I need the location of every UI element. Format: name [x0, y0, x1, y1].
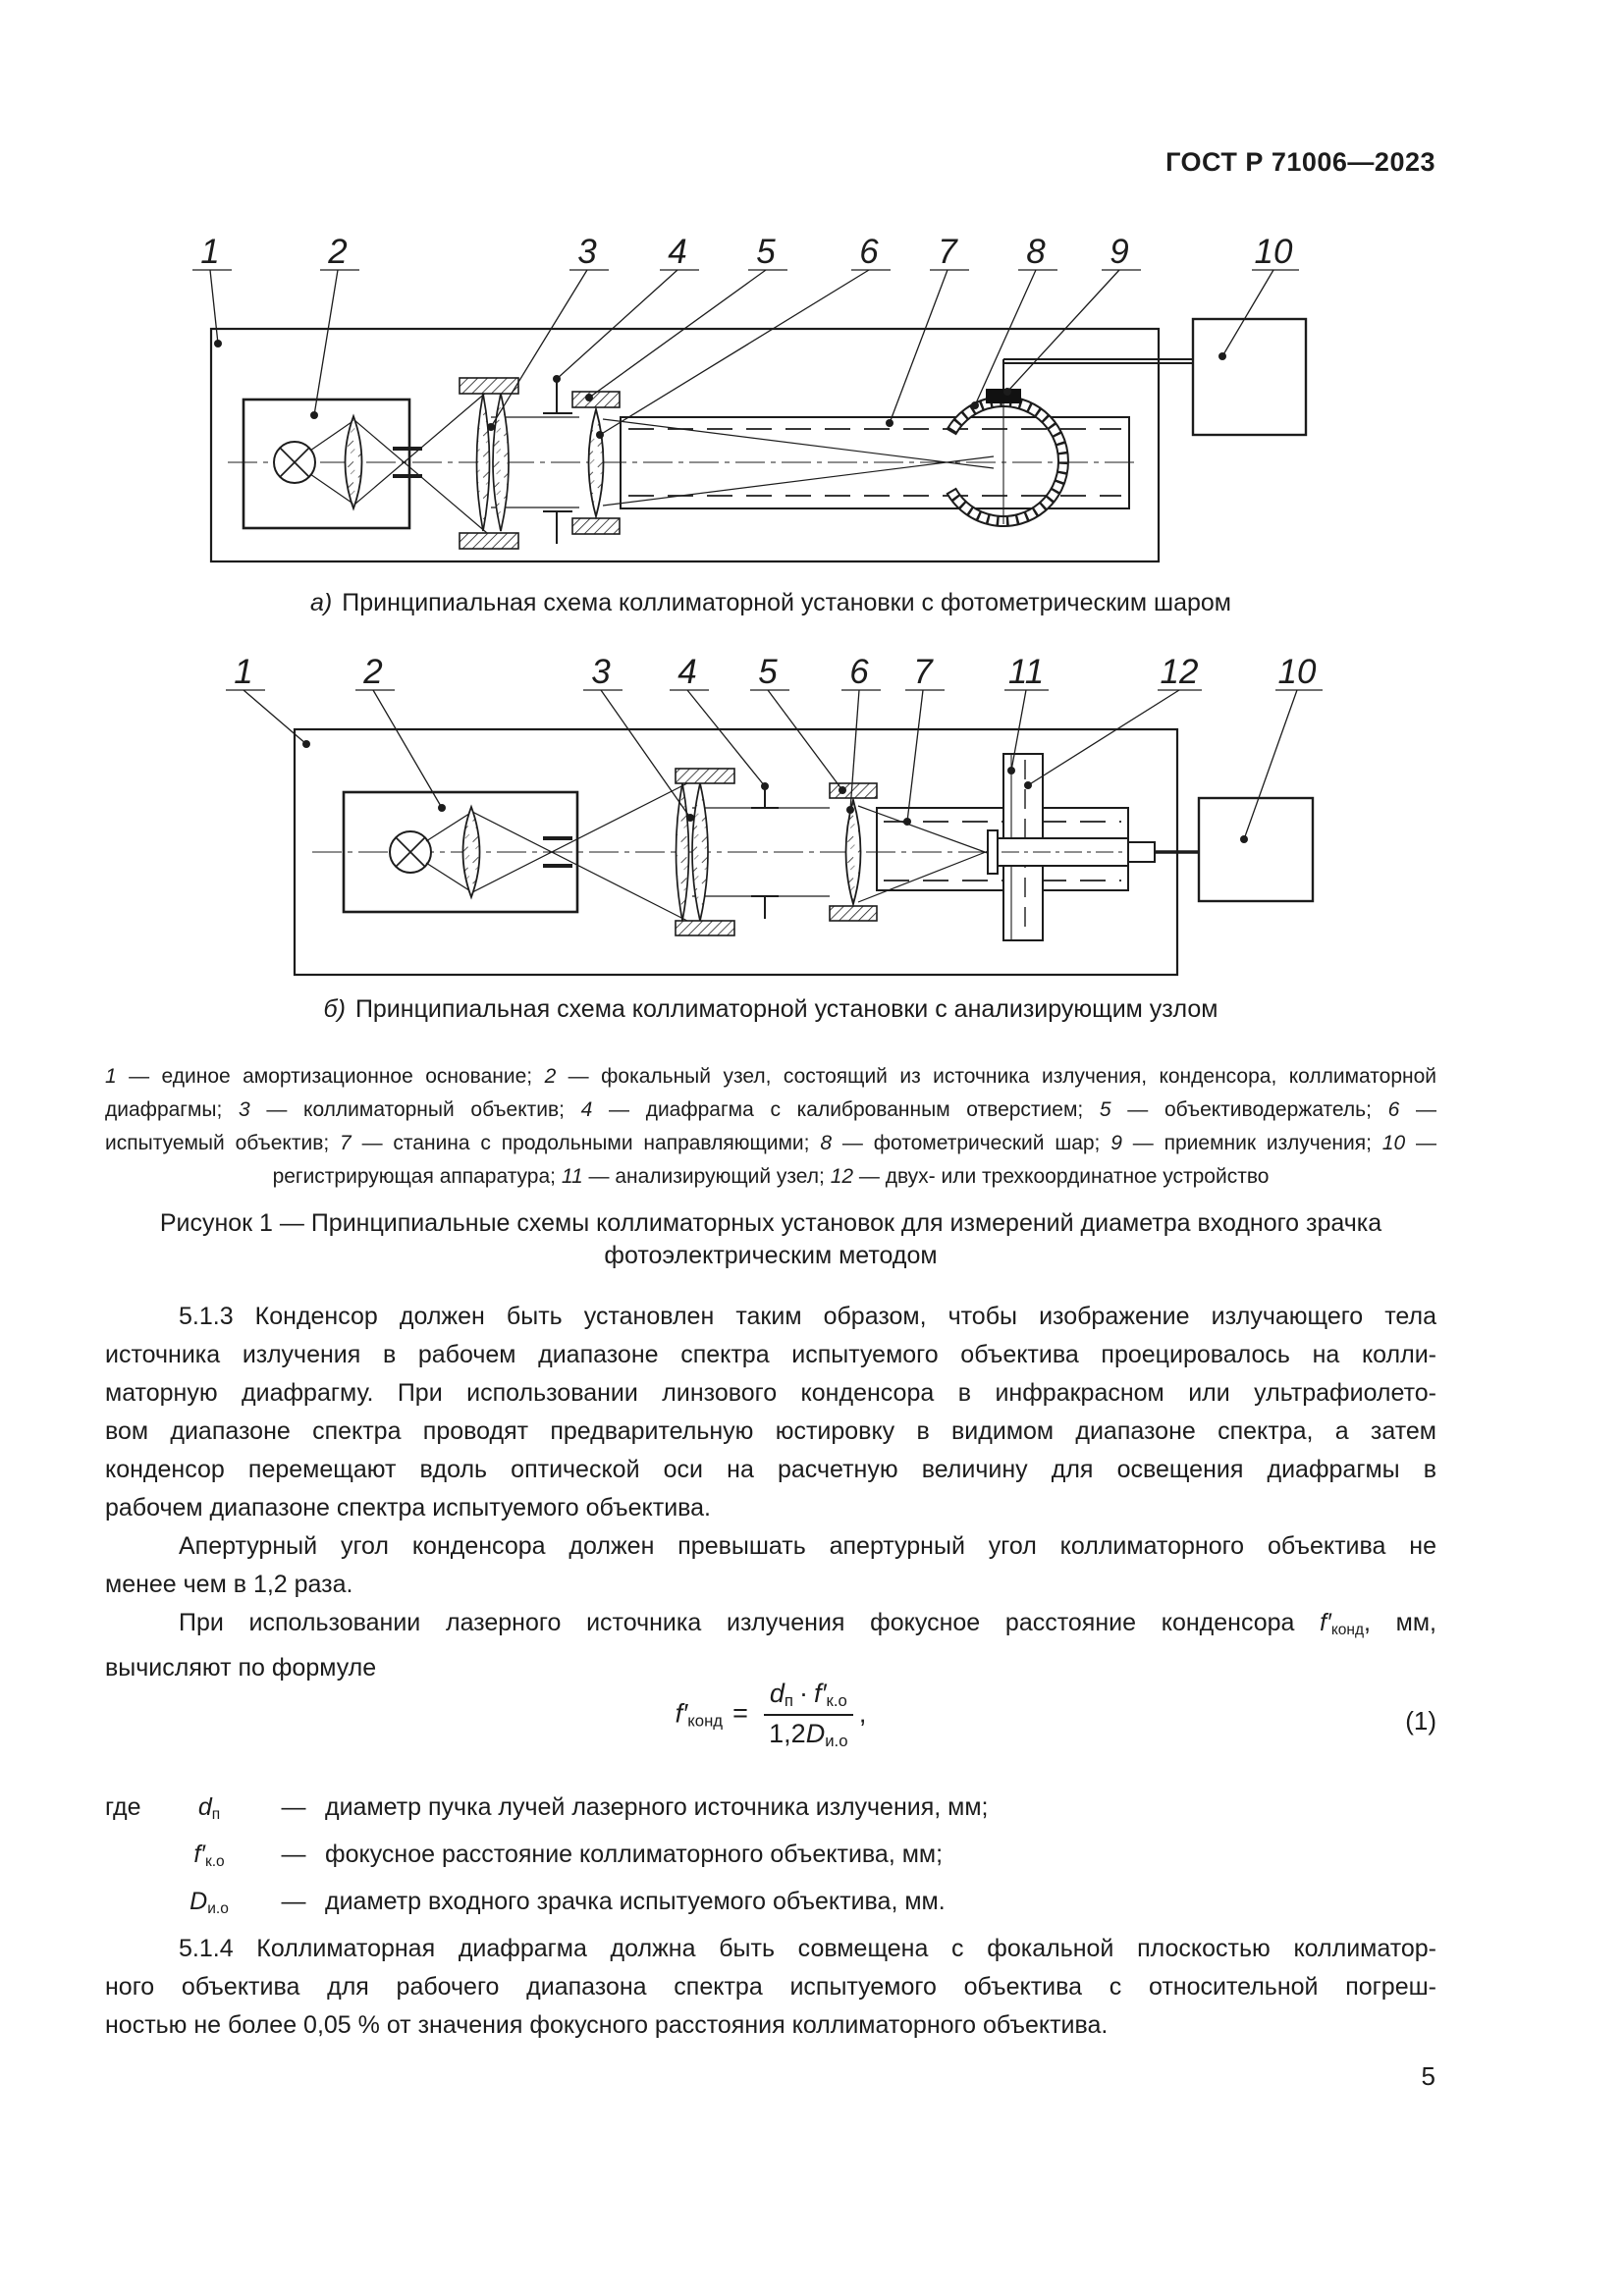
recorder-box	[1197, 796, 1315, 903]
svg-text:10: 10	[1255, 233, 1293, 271]
svg-text:4: 4	[677, 653, 696, 691]
condenser-lens	[344, 413, 363, 511]
svg-text:9: 9	[1110, 233, 1128, 271]
standard-code: ГОСТ Р 71006—2023	[1165, 147, 1435, 177]
svg-text:6: 6	[849, 653, 869, 691]
legend-line: регистрирующая аппаратура; 11 — анализир…	[272, 1165, 1270, 1188]
focal-length-symbol: f′	[1320, 1609, 1331, 1636]
lens-holder	[571, 391, 621, 535]
svg-text:1: 1	[234, 653, 252, 691]
svg-text:2: 2	[362, 653, 382, 691]
svg-text:2: 2	[327, 233, 347, 271]
callout-leaders	[226, 689, 1323, 840]
collimator-diaphragm-slit	[543, 836, 572, 868]
svg-text:4: 4	[668, 233, 686, 271]
test-objective	[587, 405, 605, 520]
detector-cable	[1002, 358, 1193, 389]
photometric-sphere	[946, 396, 1069, 527]
svg-text:5: 5	[758, 653, 778, 691]
diagram-a: 1 2 3 4 5 6 7 8 9 10	[192, 233, 1308, 563]
test-objective	[844, 796, 862, 908]
radiation-source-lamp-icon	[389, 830, 432, 874]
svg-text:5: 5	[756, 233, 776, 271]
callout-numbers-a: 1 2 3 4 5 6 7 8 9 10	[200, 233, 1293, 271]
callout-dots	[302, 740, 1248, 843]
where-row: f′к.о — фокусное расстояние коллиматорно…	[193, 1841, 944, 1870]
svg-text:12: 12	[1161, 653, 1199, 691]
callout-numbers-b: 1 2 3 4 5 6 7 11 12 10	[234, 653, 1317, 691]
svg-text:3: 3	[591, 653, 611, 691]
legend-line: диафрагмы; 3 — коллиматорный объектив; 4…	[105, 1098, 1436, 1121]
paragraph-5-1-4: 5.1.4 Коллиматорная диафрагма должна быт…	[105, 1935, 1436, 2039]
recorder-box	[1191, 317, 1308, 437]
svg-text:3: 3	[577, 233, 597, 271]
svg-text:7: 7	[913, 653, 934, 691]
paragraph-aperture: Апертурный угол конденсора должен превыш…	[105, 1532, 1436, 1598]
where-row: Dи.о — диаметр входного зрачка испытуемо…	[189, 1888, 946, 1917]
svg-text:8: 8	[1026, 233, 1046, 271]
callout-leaders	[192, 269, 1299, 436]
svg-text:10: 10	[1278, 653, 1317, 691]
legend-line: 1 — единое амортизационное основание; 2 …	[105, 1065, 1436, 1088]
paragraph-laser: При использовании лазерного источника из…	[105, 1604, 1436, 1687]
calibrated-diaphragm	[543, 381, 572, 544]
where-list: где dп — диаметр пучка лучей лазерного и…	[105, 1789, 1436, 1930]
diagram-b: 1 2 3 4 5 6 7 11 12 10	[226, 653, 1323, 977]
svg-text:1: 1	[200, 233, 219, 271]
collimator-objective	[459, 377, 519, 550]
focal-unit-box	[342, 790, 579, 914]
formula-number: (1)	[1405, 1706, 1436, 1735]
figure-legend: 1 — единое амортизационное основание; 2 …	[105, 1060, 1436, 1194]
svg-text:6: 6	[859, 233, 879, 271]
analyzing-unit	[987, 829, 1156, 875]
svg-text:11: 11	[1008, 653, 1044, 691]
focal-unit-box	[242, 398, 411, 530]
radiation-source-lamp-icon	[273, 441, 316, 484]
svg-text:7: 7	[938, 233, 958, 271]
paragraph-5-1-3: 5.1.3 Конденсор должен быть установлен т…	[105, 1303, 1436, 1522]
caption-b: б)Принципиальная схема коллиматорной уст…	[323, 995, 1218, 1023]
collimator-objective	[675, 768, 735, 936]
radiation-detector	[986, 389, 1021, 403]
figure-title: Рисунок 1 — Принципиальные схемы коллима…	[159, 1209, 1382, 1269]
page-number: 5	[1421, 2061, 1435, 2091]
laser-line-1: При использовании лазерного источника из…	[179, 1609, 1436, 1638]
rail-bed	[620, 416, 1130, 509]
where-row: где dп — диаметр пучка лучей лазерного и…	[105, 1793, 989, 1823]
condenser-lens	[461, 804, 481, 900]
collimator-diaphragm-slit	[393, 447, 422, 478]
legend-line: испытуемый объектив; 7 — станина с продо…	[105, 1132, 1436, 1154]
callout-dots	[214, 340, 1226, 439]
caption-a: а)Принципиальная схема коллиматорной уст…	[310, 589, 1231, 616]
